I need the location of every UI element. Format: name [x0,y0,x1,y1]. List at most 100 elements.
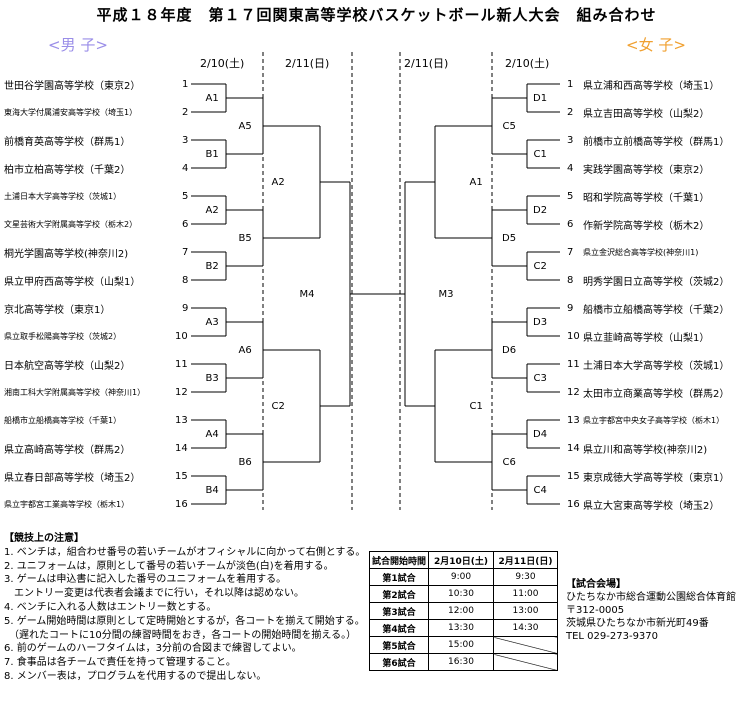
girls-team-number: 16 [567,498,580,510]
boys-r1-game-label: A2 [204,204,220,216]
girls-team-number: 9 [567,302,574,314]
boys-division-heading: <男 子> [48,36,108,54]
boys-team-number: 2 [182,106,189,118]
boys-team-number: 4 [182,162,189,174]
girls-team-number: 5 [567,190,574,202]
boys-r2-game-label: B5 [237,232,253,244]
boys-r3-game-label: A2 [270,176,286,188]
date-boys-round1: 2/10(土) [200,57,245,70]
boys-team-number: 1 [182,78,189,90]
notes-item: 7. 食事品は各チームで責任を持って管理すること。 [4,657,236,669]
girls-team-name: 土浦日本大学高等学校（茨城1） [583,360,730,372]
boys-r1-game-label: B3 [204,372,220,384]
schedule-game-label: 第3試合 [369,602,429,620]
schedule-header: 試合開始時間 [369,551,429,569]
schedule-game-label: 第2試合 [369,585,429,603]
girls-team-name: 明秀学園日立高等学校（茨城2） [583,276,730,288]
date-girls-round2: 2/11(日) [404,57,449,70]
girls-r2-game-label: C6 [501,456,517,468]
girls-team-name: 県立韮崎高等学校（山梨1） [583,332,710,344]
girls-team-number: 13 [567,414,580,426]
schedule-time-day1: 10:30 [428,585,494,603]
girls-team-name: 昭和学院高等学校（千葉1） [583,192,710,204]
boys-r2-game-label: A5 [237,120,253,132]
boys-team-number: 8 [182,274,189,286]
boys-team-name: 県立高崎高等学校（群馬2） [4,444,131,456]
girls-r3-game-label: C1 [468,400,484,412]
boys-team-name: 世田谷学園高等学校（東京2） [4,80,141,92]
girls-team-number: 3 [567,134,574,146]
girls-team-number: 1 [567,78,574,90]
schedule-time-day1: 12:00 [428,602,494,620]
boys-team-number: 15 [175,470,188,482]
girls-team-name: 県立川和高等学校(神奈川2) [583,444,708,456]
venue-name: ひたちなか市総合運動公園総合体育館 [566,592,736,603]
girls-team-name: 前橋市立前橋高等学校（群馬1） [583,136,730,148]
boys-r1-game-label: A3 [204,316,220,328]
competition-notes: 【競技上の注意】1. ベンチは，組合わせ番号の若いチームがオフィシャルに向かって… [4,532,365,684]
notes-item: 3. ゲームは申込書に記入した番号のユニフォームを着用する。 [4,574,287,586]
boys-team-number: 12 [175,386,188,398]
boys-team-number: 11 [175,358,188,370]
boys-team-name: 柏市立柏高等学校（千葉2） [4,164,131,176]
boys-team-number: 5 [182,190,189,202]
notes-item: （遅れたコートに10分間の練習時間をおき，各コートの開始時間を揃える。） [4,629,357,641]
boys-team-name: 湘南工科大学附属高等学校（神奈川1） [4,387,146,397]
schedule-header: 2月11日(日) [493,551,558,569]
boys-r1-game-label: A4 [204,428,220,440]
boys-r2-game-label: A6 [237,344,253,356]
girls-team-name: 実践学園高等学校（東京2） [583,164,710,176]
boys-team-number: 9 [182,302,189,314]
notes-item: 6. 前のゲームのハーフタイムは，3分前の合図まで練習してよい。 [4,643,302,655]
girls-r1-game-label: C4 [532,484,548,496]
boys-team-name: 船橋市立船橋高等学校（千葉1） [4,415,122,425]
girls-team-number: 8 [567,274,574,286]
boys-r2-game-label: B6 [237,456,253,468]
notes-item: 8. メンバー表は，プログラムを代用するので提出しない。 [4,670,267,682]
girls-r1-game-label: D3 [532,316,549,328]
girls-division-heading: <女 子> [626,36,686,54]
schedule-game-label: 第4試合 [369,619,429,637]
girls-team-number: 10 [567,330,580,342]
boys-r1-game-label: B2 [204,260,220,272]
notes-heading: 【競技上の注意】 [4,533,84,544]
venue-postal: 〒312-0005 [566,605,625,616]
boys-team-name: 県立取手松陽高等学校（茨城2） [4,331,122,341]
boys-final-game-label: M4 [298,288,316,300]
girls-team-number: 12 [567,386,580,398]
girls-r1-game-label: C3 [532,372,548,384]
boys-team-number: 16 [175,498,188,510]
girls-team-name: 県立金沢総合高等学校(神奈川1) [583,247,699,257]
girls-r1-game-label: C2 [532,260,548,272]
boys-team-name: 桐光学園高等学校(神奈川2) [4,248,129,260]
schedule-game-label: 第5試合 [369,636,429,654]
boys-r3-game-label: C2 [270,400,286,412]
schedule-time-day2 [493,653,558,671]
boys-team-name: 県立宇都宮工業高等学校（栃木1） [4,499,130,509]
schedule-time-day1: 13:30 [428,619,494,637]
girls-r1-game-label: D2 [532,204,549,216]
boys-team-name: 日本航空高等学校（山梨2） [4,360,131,372]
boys-team-name: 県立甲府西高等学校（山梨1） [4,276,141,288]
girls-team-name: 太田市立商業高等学校（群馬2） [583,388,730,400]
girls-team-number: 11 [567,358,580,370]
girls-team-number: 7 [567,246,574,258]
notes-item: 4. ベンチに入れる人数はエントリー数とする。 [4,601,217,613]
boys-team-number: 13 [175,414,188,426]
date-girls-round1: 2/10(土) [505,57,550,70]
boys-team-name: 前橋育英高等学校（群馬1） [4,136,131,148]
schedule-game-label: 第6試合 [369,653,429,671]
boys-team-name: 京北高等学校（東京1） [4,304,111,316]
venue-info: 【試合会場】 ひたちなか市総合運動公園総合体育館 〒312-0005 茨城県ひた… [566,578,736,643]
girls-team-number: 2 [567,106,574,118]
notes-item: エントリー変更は代表者会議までに行い，それ以降は認めない。 [4,588,304,600]
boys-r1-game-label: A1 [204,92,220,104]
boys-team-number: 10 [175,330,188,342]
girls-final-game-label: M3 [437,288,455,300]
